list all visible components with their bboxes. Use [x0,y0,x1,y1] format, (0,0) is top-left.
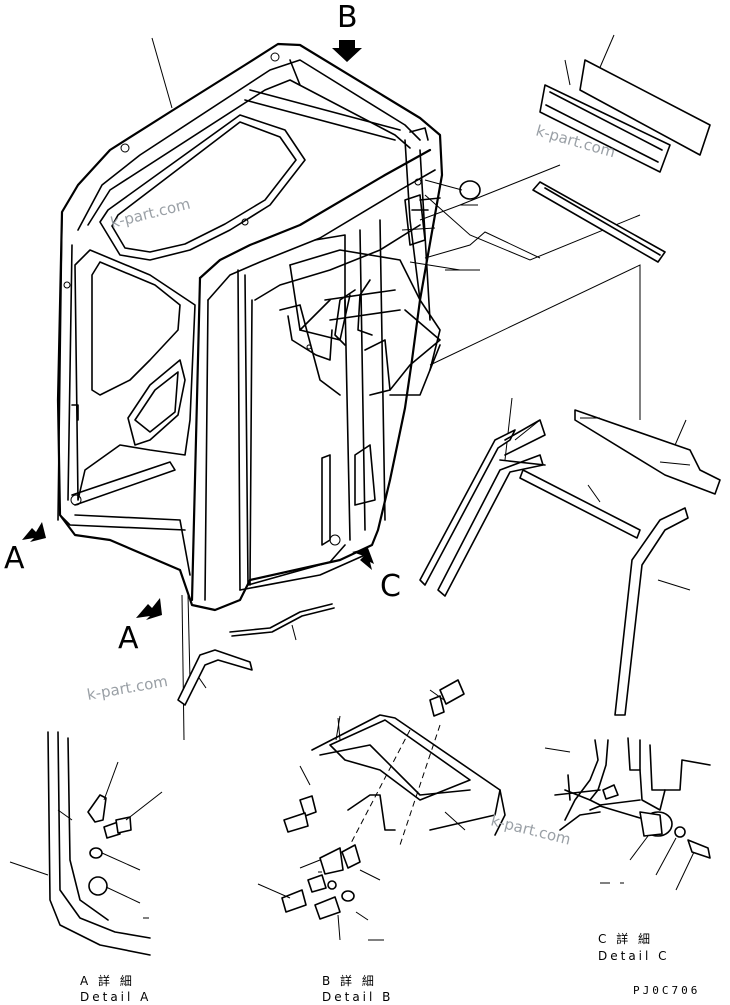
leader-lines [151,34,691,741]
detail-b-caption-ja: B 詳 細 [322,973,377,988]
detail-a-bolt [115,816,132,834]
top-right-parts [424,59,721,495]
view-label-a-bottom: A [118,621,139,656]
detail-b-clip [299,795,317,817]
detail-a-bracket [87,794,107,823]
arrow-b-icon [332,40,362,62]
detail-b-bolt-left [283,812,309,833]
seal-curved [614,507,689,716]
detail-b-bolt-lower [281,889,307,913]
grommet [459,180,481,200]
detail-a-cap [88,876,108,896]
labels: B A A C A 詳 細 Detail A B 詳 細 Detail B C … [4,0,700,1004]
detail-a-caption-ja: A 詳 細 [80,973,135,988]
view-arrows [22,40,374,620]
watermark: k-part.com [86,672,170,704]
arrow-a-left-icon [22,522,46,542]
drawing-code: PJ0C706 [633,984,700,997]
detail-c-caption-en: Detail C [598,949,670,963]
cab-frame [56,42,444,612]
view-label-a-left: A [4,541,25,576]
detail-b-lock [319,847,344,875]
detail-c-drawing [544,737,711,891]
arrow-c-icon [352,548,374,570]
weatherstrip-left [419,429,516,586]
detail-a-drawing [9,731,163,956]
seal-strip-diagonal [519,469,641,539]
bracket-lower [177,649,253,706]
arrow-a-bottom-icon [136,598,162,620]
view-label-c: C [380,569,401,604]
watermark: k-part.com [489,811,573,848]
detail-b-drawing [257,679,506,941]
window-glass [539,84,671,173]
detail-c-caption-ja: C 詳 細 [598,931,653,946]
glass-panel-rear [579,59,711,156]
view-label-b: B [337,0,358,35]
detail-b-bolt-top [439,679,465,705]
detail-c-bolt [687,839,711,859]
detail-b-caption-en: Detail B [322,990,393,1004]
retainer-bar [532,181,666,263]
seal-parts [177,419,689,716]
detail-b-washer [429,695,445,717]
detail-a-caption-en: Detail A [80,990,151,1004]
seal-strip-flat [574,409,721,495]
